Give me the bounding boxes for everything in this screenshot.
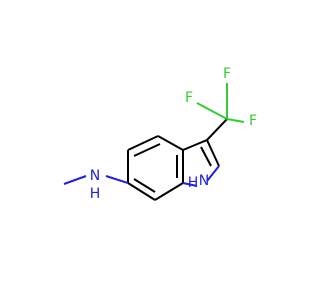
bond-c3-c2-inner (200, 146, 212, 167)
bond-c-f2 (196, 102, 228, 120)
ring-nitrogen-label: N (199, 173, 209, 189)
benzene-ring (127, 135, 184, 201)
molecule-structure: F F F N H N H (63, 66, 257, 202)
bond-c3-cf3 (206, 118, 228, 141)
amine-hydrogen-label: H (90, 186, 101, 202)
bond-c6-c7-inner (133, 178, 156, 193)
fluorine-label-right: F (249, 113, 257, 129)
bond-c7-c7a (154, 182, 184, 201)
bond-c6-n (105, 175, 129, 184)
fluorine-label-left: F (185, 90, 193, 106)
ring-hydrogen-label: H (188, 175, 199, 191)
bond-c3-c2 (206, 139, 220, 167)
bond-c4-c5-inner (133, 143, 161, 157)
bond-n-methyl (63, 175, 87, 185)
bond-c3a-c3 (182, 139, 208, 151)
bond-c6-c7 (127, 182, 156, 201)
bond-c4-c5 (127, 135, 159, 151)
bond-c3a-c4 (157, 135, 184, 151)
trifluoromethyl-group (196, 83, 245, 141)
amine-nitrogen-label: N (90, 168, 100, 184)
fluorine-label-top: F (223, 66, 231, 82)
bond-c2-n1 (206, 165, 220, 182)
methylamino-group (63, 175, 129, 185)
bond-n1-c7a (182, 182, 198, 187)
pyrrole-ring (182, 139, 220, 187)
bond-c-f3 (226, 118, 245, 123)
